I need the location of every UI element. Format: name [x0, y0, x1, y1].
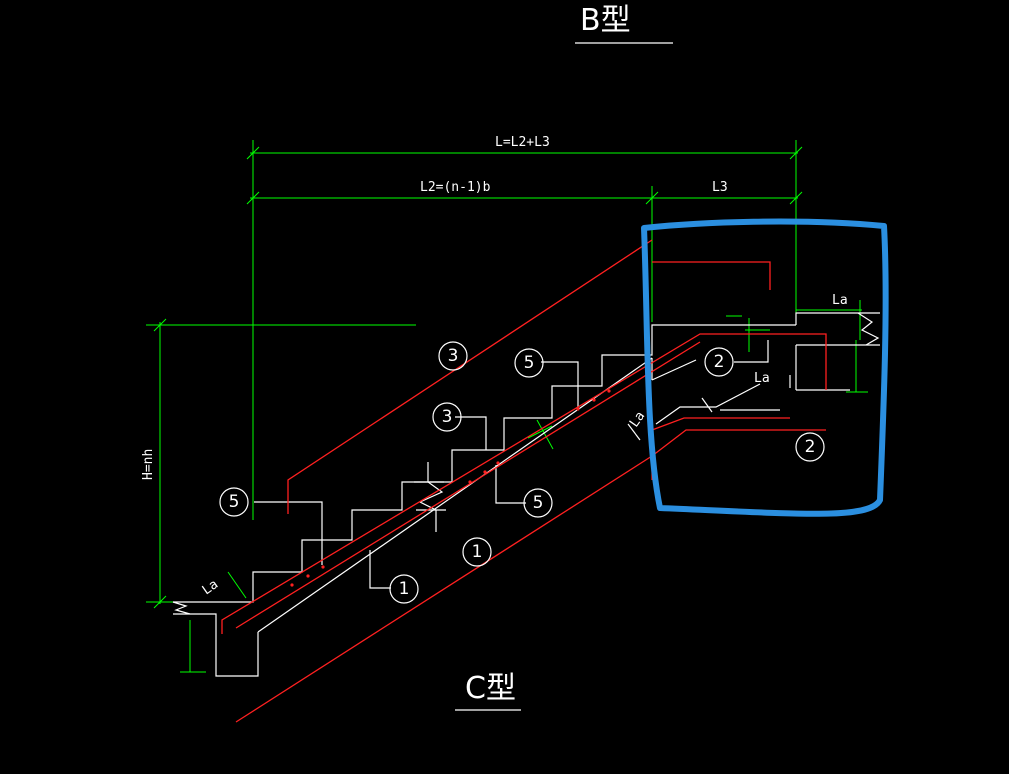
marker-5-upper: 5: [524, 353, 535, 373]
rebar-dots: [290, 389, 611, 587]
marker-1-lower: 1: [472, 542, 483, 562]
dim-l3: L3: [712, 180, 728, 195]
rebar-lines: [221, 239, 827, 723]
marker-3-mid: 3: [442, 407, 453, 427]
dimension-lines: [146, 140, 868, 673]
highlight-annotation: [641, 218, 889, 517]
marker-2-upper: 2: [714, 352, 725, 372]
marker-2-lower: 2: [805, 437, 816, 457]
title-c-type: C型: [455, 671, 521, 711]
dim-anchor-bottom: La: [200, 577, 221, 598]
marker-1-below: 1: [399, 579, 410, 599]
dim-anchor-mid: La: [754, 371, 770, 386]
dim-anchor-slope: La: [627, 409, 648, 430]
stair-outline: [172, 312, 880, 677]
marker-5-mid: 5: [533, 493, 544, 513]
title-c-text: C型: [465, 671, 516, 706]
dim-anchor-top: La: [832, 293, 848, 308]
title-b-type: B型: [575, 3, 673, 44]
dim-total-length: L=L2+L3: [495, 135, 550, 150]
title-b-text: B型: [580, 3, 631, 38]
dim-height: H=nh: [141, 449, 156, 480]
marker-3-upper: 3: [448, 346, 459, 366]
dim-l2: L2=(n-1)b: [420, 180, 491, 195]
marker-5-left: 5: [229, 492, 240, 512]
